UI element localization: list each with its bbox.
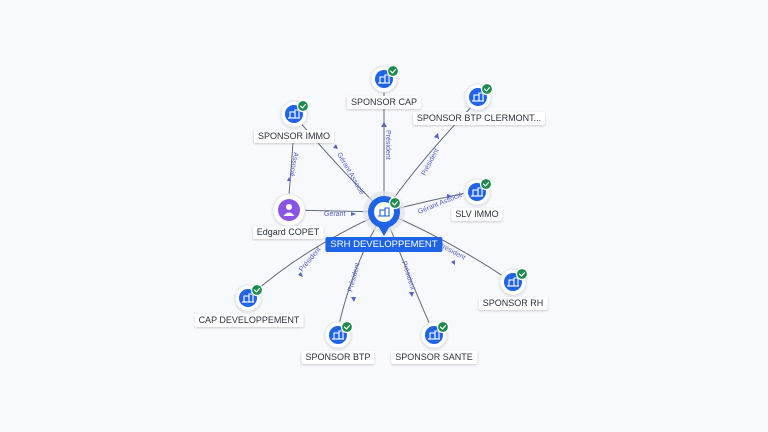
verified-icon: [250, 283, 264, 297]
verified-icon: [436, 320, 450, 334]
edge-label: Président: [347, 262, 361, 292]
edge-label: Président: [384, 130, 391, 160]
arrow-icon: [434, 133, 439, 139]
edge-label: Gérant: [324, 211, 345, 218]
node-cap-developpement[interactable]: [234, 283, 264, 312]
node-label-sponsor-rh[interactable]: SPONSOR RH: [478, 297, 548, 310]
arrow-icon: [298, 272, 303, 277]
arrowheads: [287, 122, 455, 302]
node-slv-immo[interactable]: [463, 177, 493, 206]
node-label-sponsor-immo[interactable]: SPONSOR IMMO: [253, 130, 335, 143]
node-label-sponsor-btp-clermont[interactable]: SPONSOR BTP CLERMONT...: [412, 112, 546, 125]
arrow-icon: [409, 292, 414, 297]
edge-label: Associé: [288, 152, 299, 177]
verified-icon: [340, 320, 354, 334]
center-node-label[interactable]: SRH DEVELOPPEMENT: [325, 237, 443, 252]
arrow-icon: [451, 260, 455, 265]
verified-icon: [480, 82, 494, 96]
node-sponsor-sante[interactable]: [420, 320, 450, 349]
edge-label: Président: [400, 260, 416, 290]
node-edgard-copet[interactable]: [272, 193, 306, 227]
verified-icon: [515, 267, 529, 281]
building-icon: [378, 207, 390, 217]
node-sponsor-btp-clermont[interactable]: [464, 82, 494, 111]
node-sponsor-rh[interactable]: [499, 267, 529, 296]
arrow-icon: [351, 297, 356, 302]
node-label-sponsor-cap[interactable]: SPONSOR CAP: [346, 96, 422, 109]
arrow-icon: [333, 144, 338, 149]
center-node[interactable]: [363, 191, 405, 236]
node-sponsor-cap[interactable]: [370, 64, 400, 93]
node-sponsor-immo[interactable]: [280, 99, 310, 128]
node-sponsor-btp[interactable]: [324, 320, 354, 349]
arrow-icon: [381, 122, 387, 127]
node-label-sponsor-btp[interactable]: SPONSOR BTP: [301, 351, 375, 364]
edge-label: Président: [298, 246, 322, 273]
node-label-cap-developpement[interactable]: CAP DEVELOPPEMENT: [194, 314, 304, 327]
verified-icon: [479, 177, 493, 191]
node-label-edgard-copet[interactable]: Edgard COPET: [252, 226, 324, 239]
arrow-icon: [287, 177, 291, 181]
arrow-icon: [351, 212, 356, 216]
arrow-icon: [447, 194, 452, 199]
edge-label: Gérant Associé: [335, 152, 365, 197]
verified-icon: [386, 64, 400, 78]
verified-icon: [296, 99, 310, 113]
node-label-sponsor-sante[interactable]: SPONSOR SANTE: [391, 351, 477, 364]
node-label-slv-immo[interactable]: SLV IMMO: [451, 208, 503, 221]
person-icon: [283, 204, 295, 216]
